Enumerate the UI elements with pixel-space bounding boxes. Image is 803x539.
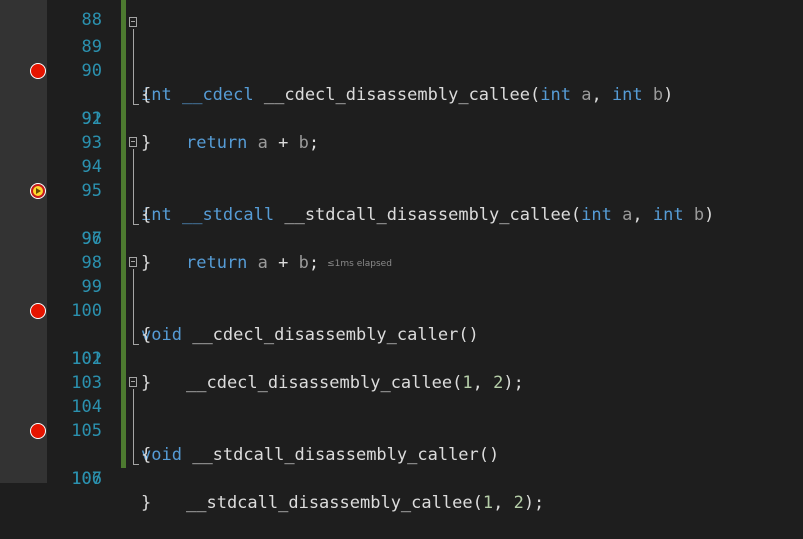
call-statement: __stdcall_disassembly_callee(1, 2); [186,493,545,513]
code-line[interactable]: 107 } [0,443,803,513]
return-statement: return a + b;≤1ms elapsed [186,253,392,273]
open-brace: { [141,205,152,225]
line-number: 99 [81,277,102,297]
fold-guide-end [133,224,139,225]
code-line[interactable]: 94 int __stdcall __stdcall_disassembly_c… [0,131,803,225]
open-brace: { [141,85,152,105]
line-number: 88 [81,10,102,30]
code-line[interactable]: 91 return a + b; [0,59,803,153]
code-line[interactable]: 100 { [0,275,803,345]
change-tracking-bar [121,0,126,468]
code-line[interactable]: 88 [0,0,803,30]
line-number: 93 [81,133,102,153]
line-number: 100 [71,301,102,321]
breakpoint-icon[interactable] [30,423,46,439]
fold-guide-end [133,344,139,345]
line-number: 102 [71,349,102,369]
perf-tip[interactable]: ≤1ms elapsed [327,259,392,269]
code-line[interactable]: 97 } [0,203,803,273]
function-signature: int __cdecl __cdecl_disassembly_callee(i… [141,85,674,105]
line-number: 89 [81,37,102,57]
line-number: 95 [81,181,102,201]
open-brace: { [141,325,152,345]
line-number: 103 [71,373,102,393]
fold-guide-end [133,104,139,105]
return-statement: return a + b; [186,133,320,153]
fold-guide [133,269,134,344]
close-brace: } [141,493,152,513]
close-brace: } [141,253,152,273]
line-number-gutter [47,0,121,483]
code-line[interactable]: 98 [0,227,803,273]
breakpoint-icon[interactable] [30,303,46,319]
code-line[interactable]: 93 [0,107,803,153]
line-number: 92 [81,109,102,129]
breakpoint-margin[interactable] [0,0,47,483]
collapse-icon[interactable] [129,17,137,27]
line-number: 101 [71,349,102,369]
code-line[interactable]: 89 int __cdecl __cdecl_disassembly_calle… [0,11,803,105]
code-line[interactable]: 102 } [0,323,803,393]
collapse-icon[interactable] [129,137,137,147]
line-number: 107 [71,469,102,489]
line-number: 96 [81,229,102,249]
line-number: 105 [71,421,102,441]
code-line[interactable]: 95 { [0,155,803,225]
fold-guide [133,149,134,224]
code-line[interactable]: 103 [0,347,803,393]
close-brace: } [141,133,152,153]
line-number: 90 [81,61,102,81]
code-line-current[interactable]: 96 return a + b;≤1ms elapsed [0,179,803,273]
code-line[interactable]: 90 { [0,35,803,105]
line-number: 104 [71,397,102,417]
code-line[interactable]: 104 void __stdcall_disassembly_caller() [0,371,803,465]
line-number: 94 [81,157,102,177]
code-line[interactable]: 92 } [0,83,803,153]
instruction-pointer-arrow-icon [33,186,43,196]
current-statement-breakpoint-icon[interactable] [30,183,46,199]
breakpoint-icon[interactable] [30,63,46,79]
function-signature: void __stdcall_disassembly_caller() [141,445,500,465]
fold-guide [133,389,134,464]
code-line[interactable]: 101 __cdecl_disassembly_callee(1, 2); [0,299,803,393]
line-number: 91 [81,109,102,129]
call-statement: __cdecl_disassembly_callee(1, 2); [186,373,524,393]
line-number: 97 [81,229,102,249]
close-brace: } [141,373,152,393]
code-editor[interactable]: 88 89 int __cdecl __cdecl_disassembly_ca… [0,0,803,513]
open-brace: { [141,445,152,465]
line-number: 98 [81,253,102,273]
collapse-icon[interactable] [129,257,137,267]
collapse-icon[interactable] [129,377,137,387]
code-line[interactable]: 105 { [0,395,803,465]
fold-guide [133,29,134,104]
fold-guide-end [133,464,139,465]
code-line[interactable]: 99 void __cdecl_disassembly_caller() [0,251,803,345]
code-line[interactable]: 106 __stdcall_disassembly_callee(1, 2); [0,419,803,513]
function-signature: void __cdecl_disassembly_caller() [141,325,479,345]
function-signature: int __stdcall __stdcall_disassembly_call… [141,205,715,225]
